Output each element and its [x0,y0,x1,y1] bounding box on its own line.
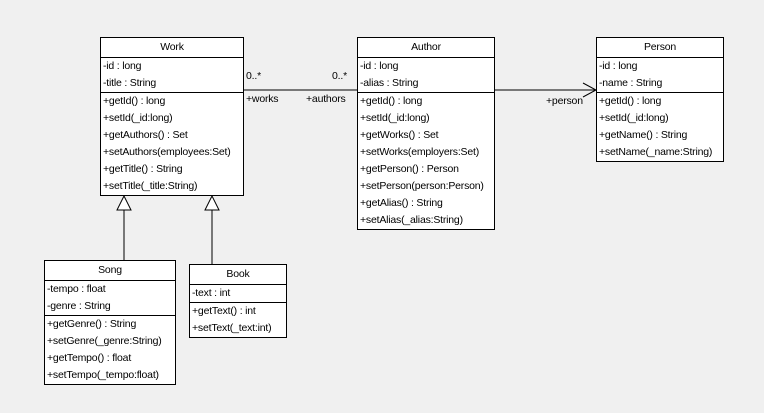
class-node-book[interactable]: Book -text : int +getText() : int +setTe… [189,264,287,338]
class-node-author[interactable]: Author -id : long -alias : String +getId… [357,37,495,230]
methods-compartment: +getId() : long +setId(_id:long) +getNam… [597,92,723,161]
open-arrow-icon [582,82,598,98]
attribute: -title : String [103,77,157,89]
class-node-work[interactable]: Work -id : long -title : String +getId()… [100,37,244,196]
methods-compartment: +getGenre() : String +setGenre(_genre:St… [45,315,175,384]
attribute: -genre : String [47,300,111,312]
attribute: -id : long [103,60,142,72]
attributes-compartment: -text : int [190,284,286,302]
attributes-compartment: -id : long -title : String [101,57,243,92]
method: +getId() : long [599,95,662,107]
attribute: -id : long [360,60,399,72]
attribute: -tempo : float [47,283,106,295]
method: +setId(_id:long) [599,112,669,124]
method: +getAuthors() : Set [103,129,188,141]
method: +getAlias() : String [360,197,443,209]
class-title: Person [643,41,677,53]
methods-compartment: +getId() : long +setId(_id:long) +getAut… [101,92,243,195]
method: +getText() : int [192,305,256,317]
method: +getTempo() : float [47,352,132,364]
method: +setText(_text:int) [192,322,272,334]
method: +setGenre(_genre:String) [47,335,162,347]
attributes-compartment: -tempo : float -genre : String [45,280,175,315]
triangle-arrowhead-icon [204,194,220,211]
method: +setAlias(_alias:String) [360,214,463,226]
attribute: -name : String [599,77,663,89]
class-title: Author [411,41,441,53]
attribute: -id : long [599,60,638,72]
methods-compartment: +getText() : int +setText(_text:int) [190,302,286,337]
method: +setWorks(employers:Set) [360,146,480,158]
method: +getName() : String [599,129,688,141]
methods-compartment: +getId() : long +setId(_id:long) +getWor… [358,92,494,229]
multiplicity-label-author-end: 0..* [332,70,347,82]
attributes-compartment: -id : long -alias : String [358,57,494,92]
class-title: Song [98,264,122,276]
method: +getId() : long [103,95,166,107]
method: +setName(_name:String) [599,146,713,158]
method: +getTitle() : String [103,163,183,175]
method: +setPerson(person:Person) [360,180,484,192]
role-label-works: +works [246,93,279,105]
method: +setTitle(_title:String) [103,180,198,192]
method: +setTempo(_tempo:float) [47,369,159,381]
method: +setAuthors(employees:Set) [103,146,231,158]
class-node-song[interactable]: Song -tempo : float -genre : String +get… [44,260,176,385]
role-label-person: +person [546,95,583,107]
class-node-person[interactable]: Person -id : long -name : String +getId(… [596,37,724,162]
method: +setId(_id:long) [360,112,430,124]
method: +setId(_id:long) [103,112,173,124]
attribute: -text : int [192,287,231,299]
class-title: Work [160,41,184,53]
method: +getPerson() : Person [360,163,459,175]
method: +getGenre() : String [47,318,137,330]
class-title: Book [226,268,250,280]
triangle-arrowhead-icon [116,194,132,211]
attributes-compartment: -id : long -name : String [597,57,723,92]
role-label-authors: +authors [306,93,346,105]
multiplicity-label-work-end: 0..* [246,70,261,82]
method: +getId() : long [360,95,423,107]
attribute: -alias : String [360,77,419,89]
method: +getWorks() : Set [360,129,439,141]
